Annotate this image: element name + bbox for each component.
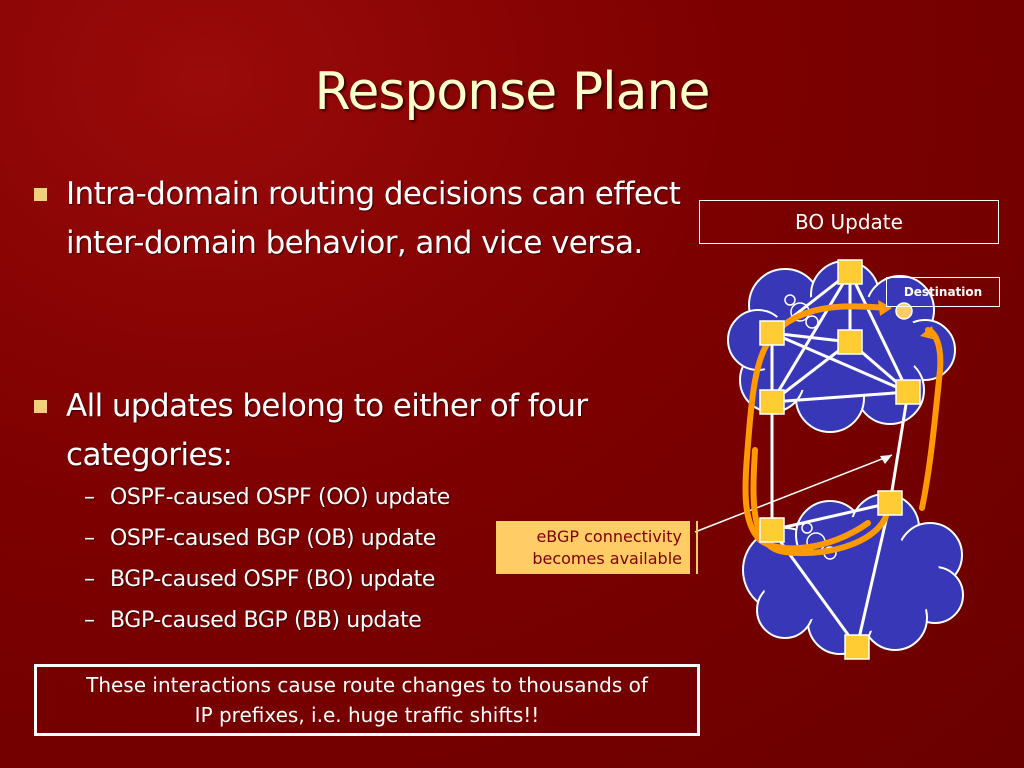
- bullet-item: All updates belong to either of four cat…: [30, 382, 700, 480]
- subbullet-item: –BGP-caused BGP (BB) update: [62, 600, 450, 641]
- router-icon: [837, 329, 863, 355]
- note-line-2: IP prefixes, i.e. huge traffic shifts!!: [194, 703, 540, 727]
- square-bullet-icon: [34, 400, 47, 413]
- square-bullet-icon: [34, 188, 47, 201]
- ebgp-callout: eBGP connectivity becomes available: [496, 521, 690, 574]
- dash-icon: –: [84, 485, 95, 510]
- subbullet-list: –OSPF-caused OSPF (OO) update –OSPF-caus…: [62, 477, 450, 641]
- note-line-1: These interactions cause route changes t…: [86, 673, 648, 697]
- router-icon: [759, 389, 785, 415]
- summary-note-box: These interactions cause route changes t…: [34, 664, 700, 736]
- subbullet-text: BGP-caused OSPF (BO) update: [110, 567, 436, 592]
- bullet-text: Intra-domain routing decisions can effec…: [66, 176, 681, 261]
- subbullet-item: –OSPF-caused OSPF (OO) update: [62, 477, 450, 518]
- subbullet-text: OSPF-caused BGP (OB) update: [110, 526, 436, 551]
- router-nodes: [759, 259, 921, 660]
- path-arrow-icon: [920, 326, 936, 340]
- dash-icon: –: [84, 526, 95, 551]
- router-icon: [877, 490, 903, 516]
- arrow-head-icon: [880, 455, 892, 464]
- bullet-text: All updates belong to either of four cat…: [66, 388, 588, 473]
- router-icon: [759, 517, 785, 543]
- bullet-item: Intra-domain routing decisions can effec…: [30, 170, 700, 268]
- slide-title: Response Plane: [314, 62, 711, 122]
- router-icon: [895, 379, 921, 405]
- router-icon: [837, 259, 863, 285]
- destination-label: Destination: [886, 277, 1000, 307]
- network-diagram: [694, 259, 964, 660]
- callout-edge: [696, 521, 698, 574]
- subbullet-text: BGP-caused BGP (BB) update: [110, 608, 422, 633]
- dash-icon: –: [84, 608, 95, 633]
- bullet-list-2: All updates belong to either of four cat…: [30, 382, 700, 522]
- subbullet-item: –OSPF-caused BGP (OB) update: [62, 518, 450, 559]
- callout-line-2: becomes available: [532, 549, 682, 568]
- router-icon: [844, 634, 870, 660]
- subbullet-item: –BGP-caused OSPF (BO) update: [62, 559, 450, 600]
- destination-node-icon: [895, 302, 913, 320]
- callout-line-1: eBGP connectivity: [536, 527, 682, 546]
- bo-update-label: BO Update: [699, 200, 999, 244]
- route-path: [742, 303, 944, 557]
- path-arrow-icon: [878, 300, 892, 316]
- bullet-list: Intra-domain routing decisions can effec…: [30, 170, 700, 310]
- router-icon: [759, 320, 785, 346]
- subbullet-text: OSPF-caused OSPF (OO) update: [110, 485, 450, 510]
- dash-icon: –: [84, 567, 95, 592]
